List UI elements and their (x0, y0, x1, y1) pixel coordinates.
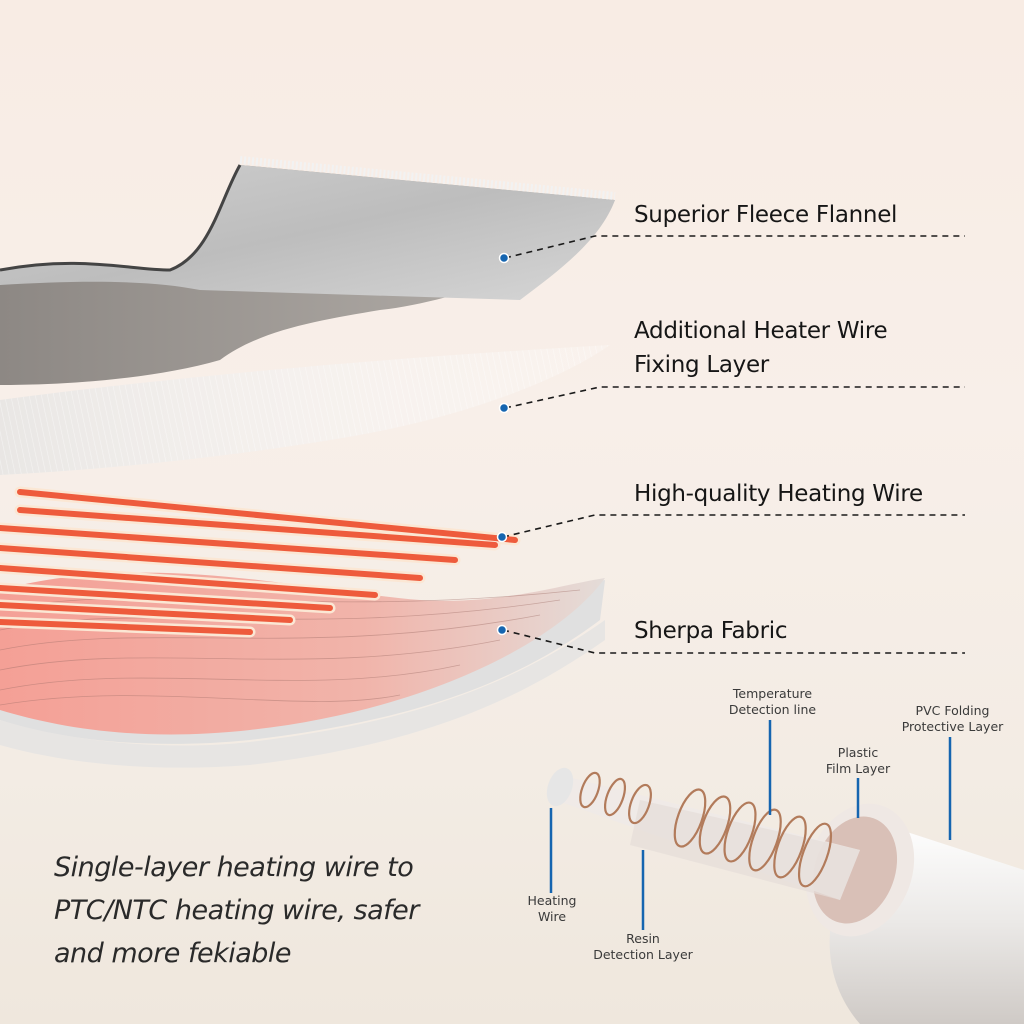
callout-line-2: Detection Layer (593, 947, 693, 962)
callout-line-1: Resin (626, 931, 660, 946)
heating-wire-layer (0, 486, 521, 638)
callout-line-1: Heating (527, 893, 577, 908)
label-line-1: Additional Heater Wire (634, 318, 888, 344)
callout-line-2: Film Layer (825, 761, 891, 776)
label-heating-wire: High-quality Heating Wire (634, 481, 923, 507)
callout-line-2: Wire (537, 909, 567, 924)
callout-line-1: Plastic (837, 745, 879, 760)
caption-line-1: Single-layer heating wire to (54, 852, 414, 883)
label-heater-wire-fixing-layer: Additional Heater Wire Fixing Layer (634, 314, 888, 382)
caption-line-2: PTC/NTC heating wire, safer (54, 895, 419, 926)
label-line-2: Fixing Layer (634, 352, 769, 378)
cable-callout-lines (549, 720, 952, 930)
callout-line-2: Detection line (728, 702, 817, 717)
caption-line-3: and more fekiable (54, 938, 292, 969)
callout-heating-wire: Heating Wire (520, 893, 584, 925)
cable-cross-section (546, 720, 1024, 1024)
callout-plastic-film-layer: Plastic Film Layer (818, 745, 898, 777)
callout-line-1: PVC Folding (915, 703, 990, 718)
callout-line-1: Temperature (732, 686, 813, 701)
label-superior-fleece-flannel: Superior Fleece Flannel (634, 202, 898, 228)
leader-lines (502, 235, 965, 654)
fixing-mesh-layer (0, 345, 610, 475)
feature-caption: Single-layer heating wire to PTC/NTC hea… (54, 846, 419, 975)
callout-temperature-detection-line: Temperature Detection line (715, 686, 830, 718)
callout-resin-detection-layer: Resin Detection Layer (585, 931, 701, 963)
callout-line-2: Protective Layer (901, 719, 1004, 734)
marker-dots (496, 252, 510, 636)
fleece-flannel-layer (0, 156, 616, 385)
callout-pvc-protective-layer: PVC Folding Protective Layer (895, 703, 1010, 735)
label-sherpa-fabric: Sherpa Fabric (634, 618, 788, 644)
